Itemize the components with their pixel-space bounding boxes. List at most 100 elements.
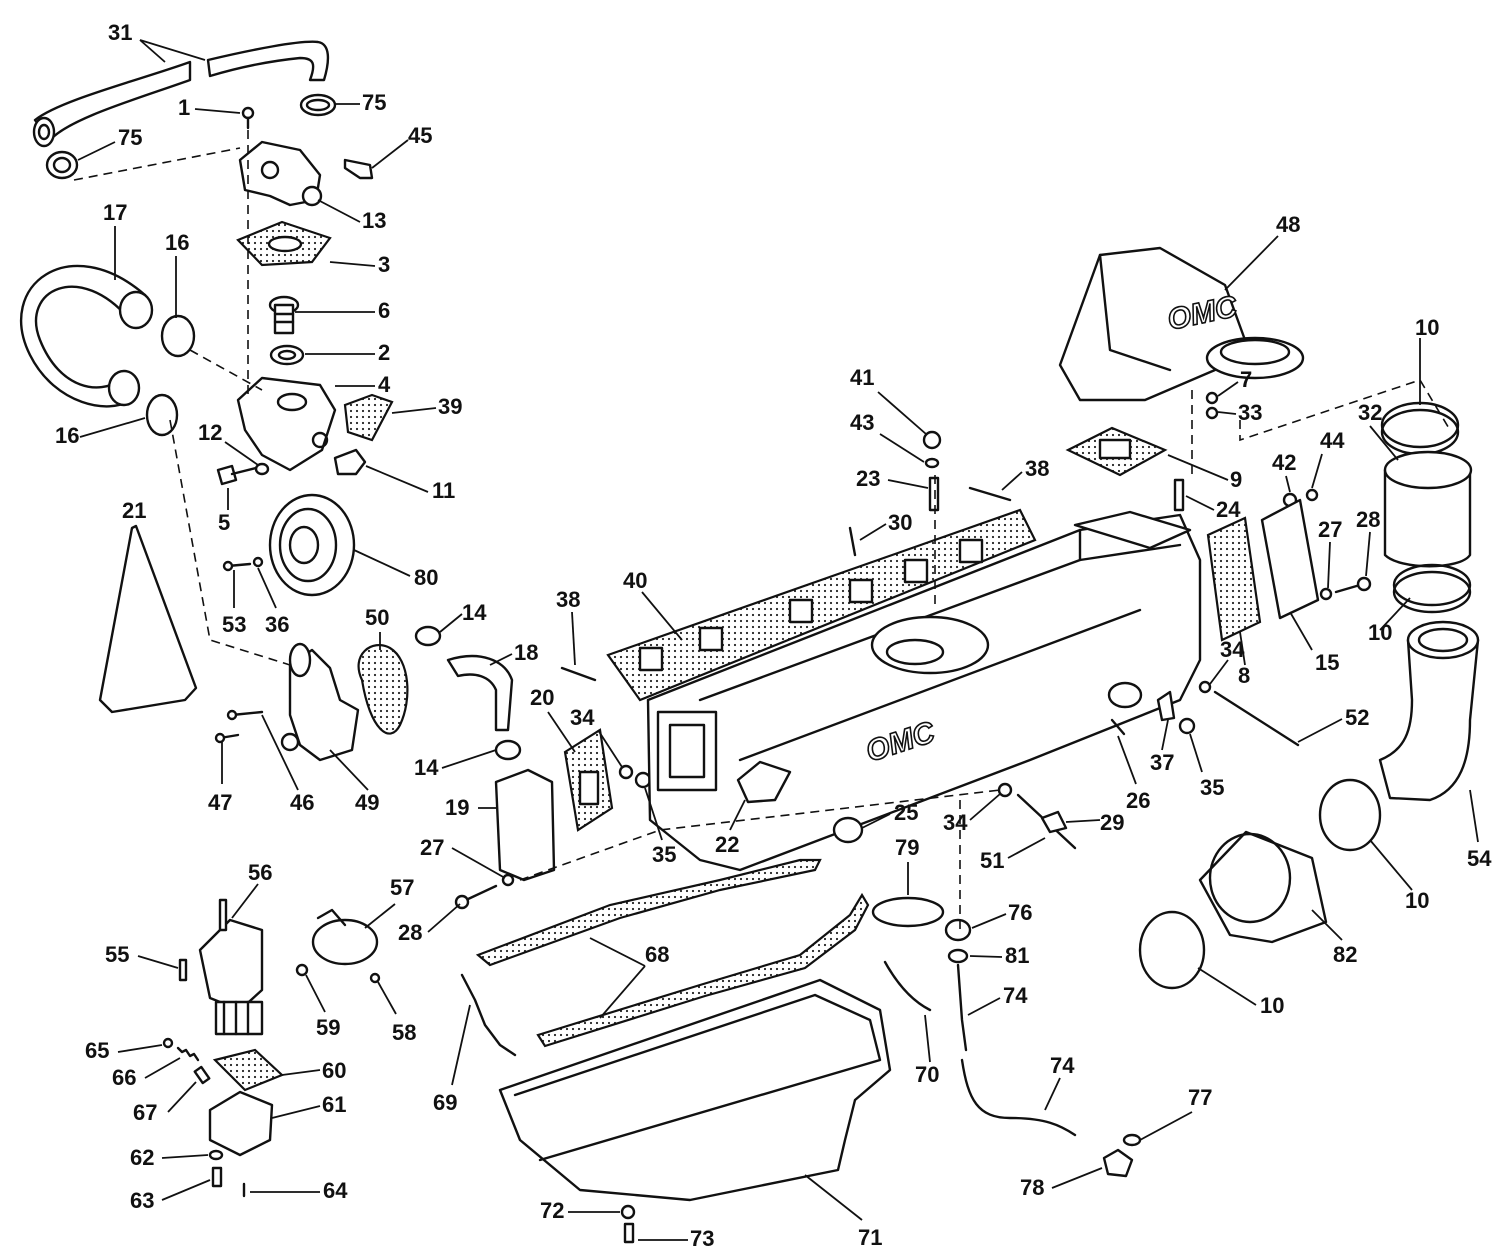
callout-75: 75 (362, 90, 386, 115)
leader-line-35 (1189, 733, 1203, 773)
washer-44 (1305, 488, 1319, 502)
callout-76: 76 (1008, 900, 1032, 925)
leader-line-10 (1379, 597, 1411, 631)
leader-line-34 (1209, 659, 1229, 685)
leader-line-57 (364, 903, 396, 929)
callout-74: 74 (1050, 1053, 1075, 1078)
leader-line-58 (377, 981, 397, 1015)
leader-line-61 (271, 1105, 321, 1119)
callout-32: 32 (1358, 400, 1382, 425)
leader-line-14 (439, 613, 463, 633)
callout-16: 16 (165, 230, 189, 255)
callout-23: 23 (856, 466, 880, 491)
washer-34-left (618, 764, 634, 780)
leader-line-18 (489, 653, 513, 666)
callout-28: 28 (398, 920, 422, 945)
callout-4: 4 (378, 372, 391, 397)
pan-gasket-68-upper (475, 858, 822, 967)
leader-line-38 (1001, 471, 1023, 491)
seal-2 (269, 344, 305, 366)
callout-35: 35 (1200, 775, 1224, 800)
bolt-55 (178, 958, 188, 982)
callout-52: 52 (1345, 705, 1369, 730)
pickup-screen-57 (311, 908, 379, 966)
nut-7 (1205, 391, 1219, 405)
callout-21: 21 (122, 498, 146, 523)
bolt-5 (216, 464, 258, 486)
leader-line-7 (1217, 381, 1239, 397)
callout-56: 56 (248, 860, 272, 885)
bolt-46 (226, 709, 264, 721)
sleeve-32 (1383, 450, 1473, 568)
callout-58: 58 (392, 1020, 416, 1045)
bracket-22 (736, 760, 792, 804)
callout-19: 19 (445, 795, 469, 820)
sleeve-82 (1198, 830, 1328, 944)
callout-8: 8 (1238, 663, 1250, 688)
leader-line-1 (194, 108, 241, 114)
leader-line-31 (139, 39, 166, 63)
callout-66: 66 (112, 1065, 136, 1090)
leader-line-28 (427, 903, 461, 933)
leader-line-75 (77, 141, 116, 161)
callout-6: 6 (378, 298, 390, 323)
leader-line-25 (861, 813, 891, 829)
callout-38: 38 (556, 587, 580, 612)
leader-line-30 (859, 523, 887, 541)
gasket-9-window (1098, 438, 1132, 460)
hose-17 (19, 264, 154, 408)
callout-77: 77 (1188, 1085, 1212, 1110)
callout-74: 74 (1003, 983, 1028, 1008)
leader-line-36 (257, 567, 277, 609)
callout-31: 31 (108, 20, 132, 45)
callout-18: 18 (514, 640, 538, 665)
stud-23 (928, 476, 940, 512)
gasket-20-window (578, 770, 600, 806)
callout-43: 43 (850, 410, 874, 435)
callout-25: 25 (894, 800, 918, 825)
leader-line-55 (137, 955, 179, 969)
callout-51: 51 (980, 848, 1004, 873)
stud-38-left (560, 666, 597, 682)
bolt-53 (222, 560, 252, 572)
ring-79 (871, 896, 945, 928)
leader-line-13 (317, 199, 361, 223)
callout-40: 40 (623, 568, 647, 593)
bolt-28-right (1334, 576, 1372, 594)
callout-46: 46 (290, 790, 314, 815)
plug-25 (832, 816, 864, 844)
bolt-47 (214, 732, 240, 744)
leader-line-23 (887, 479, 929, 489)
nut-35-left (634, 771, 652, 789)
leader-line-67 (167, 1081, 197, 1113)
oil-pump-56 (198, 898, 264, 1036)
callout-75: 75 (118, 125, 142, 150)
gasket-39 (343, 393, 394, 442)
leader-line-51 (1007, 837, 1046, 859)
cover-61 (208, 1090, 274, 1157)
nut-72 (620, 1204, 636, 1220)
leader-line-45 (371, 139, 409, 169)
clamp-14-bottom (494, 739, 522, 761)
ball-65 (162, 1037, 174, 1049)
leader-line-40 (641, 591, 683, 641)
leader-line-74 (967, 997, 1001, 1016)
callout-71: 71 (858, 1225, 882, 1250)
callout-60: 60 (322, 1058, 346, 1083)
screw-1 (241, 106, 255, 130)
leader-line-74 (1044, 1077, 1061, 1111)
leader-line-68 (589, 937, 646, 967)
leader-line-11 (365, 465, 429, 493)
seal-81 (947, 948, 969, 964)
pin-67 (193, 1065, 211, 1085)
belt-21 (98, 524, 198, 714)
thermostat-6 (268, 295, 300, 335)
callout-78: 78 (1020, 1175, 1044, 1200)
callout-20: 20 (530, 685, 554, 710)
callout-72: 72 (540, 1198, 564, 1223)
gasket-8 (1206, 516, 1262, 642)
bolt-28-left (454, 884, 498, 910)
callout-11: 11 (432, 478, 455, 503)
